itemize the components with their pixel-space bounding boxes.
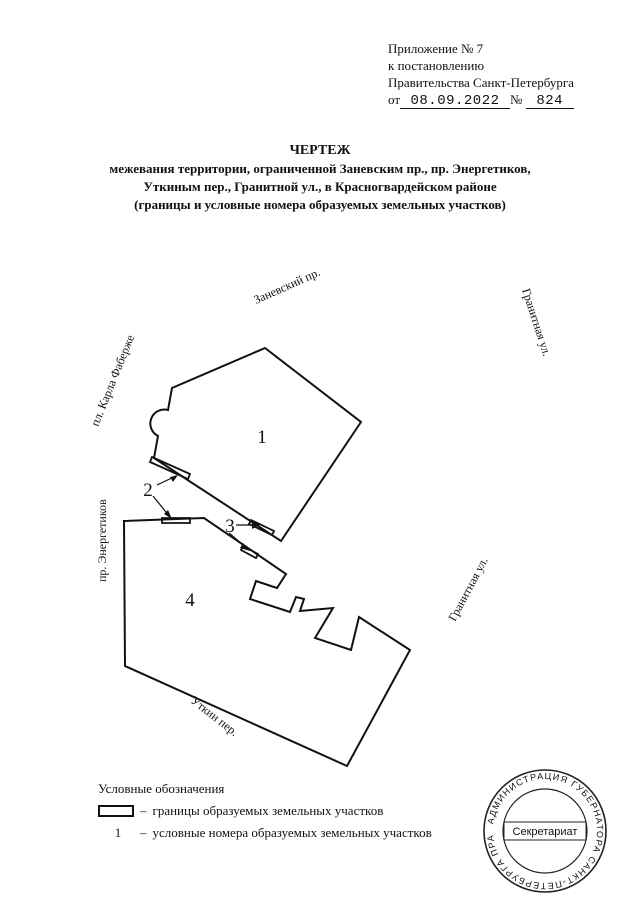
- legend-row-boundary: – границы образуемых земельных участков: [98, 800, 432, 822]
- title-line-2: Уткиным пер., Гранитной ул., в Красногва…: [143, 179, 497, 194]
- official-seal: АДМИНИСТРАЦИЯ ГУБЕРНАТОРА САНКТ-ПЕТЕРБУР…: [482, 768, 607, 893]
- parcel-4-boundary: [122, 516, 412, 768]
- legend: Условные обозначения – границы образуемы…: [98, 778, 432, 844]
- document-header: Приложение № 7 к постановлению Правитель…: [388, 40, 574, 109]
- number-prefix: №: [510, 92, 523, 107]
- seal-center-text: Секретариат: [513, 826, 578, 838]
- title-line-3: (границы и условные номера образуемых зе…: [134, 197, 506, 212]
- street-label-zanevsky: Заневский пр.: [252, 265, 323, 307]
- parcel-3-boundary: [247, 518, 276, 537]
- legend-boundary-label: границы образуемых земельных участков: [152, 803, 384, 818]
- parcel-2-number: 2: [143, 480, 153, 501]
- callout-2-arrow-a: [170, 475, 178, 482]
- parcel-3-number: 3: [225, 516, 235, 537]
- drawing-title: ЧЕРТЕЖ межевания территории, ограниченно…: [0, 142, 640, 214]
- decree-date: 08.09.2022: [400, 94, 511, 109]
- boundary-symbol-icon: [98, 805, 134, 817]
- decree-number: 824: [525, 94, 574, 109]
- government-name: Правительства Санкт-Петербурга: [388, 75, 574, 90]
- date-prefix: от: [388, 92, 401, 107]
- street-label-utkin: Уткин пер.: [188, 693, 241, 739]
- title-heading: ЧЕРТЕЖ: [289, 143, 351, 158]
- parcel-4-number: 4: [185, 590, 195, 611]
- street-label-energetikov: пр. Энергетиков: [95, 499, 109, 582]
- parcel-2-boundary: [148, 455, 192, 481]
- callout-2-arrow-b: [164, 510, 172, 519]
- street-label-karla-faberzhe: пл. Карла Фаберже: [88, 333, 137, 428]
- legend-row-number: 1 – условные номера образуемых земельных…: [98, 822, 432, 844]
- legend-dash: –: [140, 825, 147, 840]
- parcel-1-boundary: [149, 346, 363, 543]
- street-label-granitnaya-mid: Гранитная ул.: [445, 555, 490, 624]
- legend-number-sample: 1: [114, 825, 122, 840]
- street-label-granitnaya-top: Гранитная ул.: [519, 287, 554, 358]
- legend-number-label: условные номера образуемых земельных уча…: [152, 825, 432, 840]
- callout-3-arrow-a: [252, 521, 260, 529]
- title-line-1: межевания территории, ограниченной Занев…: [109, 161, 531, 176]
- callout-3-arrow-b: [240, 543, 250, 551]
- decree-reference: к постановлению: [388, 58, 485, 73]
- appendix-number: Приложение № 7: [388, 41, 484, 56]
- legend-dash: –: [140, 803, 147, 818]
- legend-title: Условные обозначения: [98, 781, 225, 796]
- parcel-1-number: 1: [257, 427, 267, 448]
